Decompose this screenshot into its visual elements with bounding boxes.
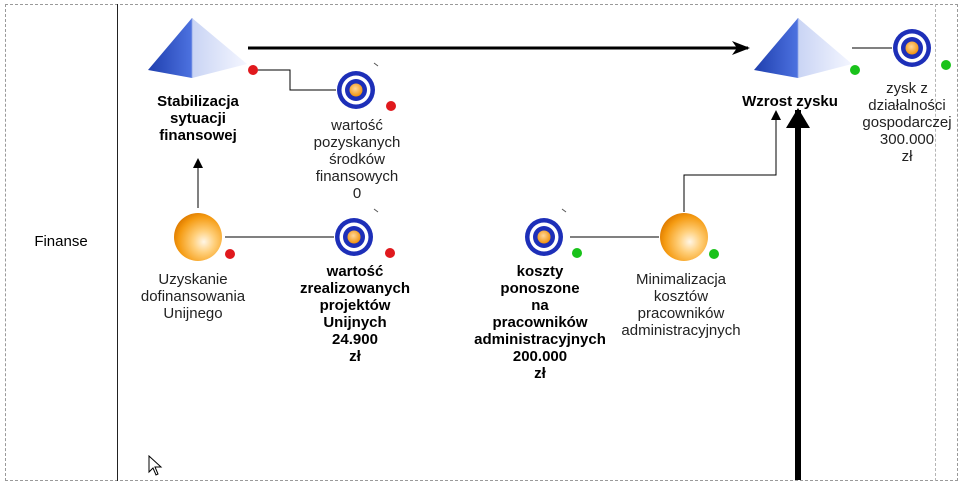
goal-pyramid-stabilizacja[interactable]: [148, 18, 258, 78]
swimlane-frame: [5, 4, 958, 481]
lane-label-finanse: Finanse: [34, 233, 88, 250]
thick-arrow-head: [786, 108, 810, 128]
link-stabilizacja-pozyskane: [257, 69, 336, 91]
measure-target-pozyskane[interactable]: [337, 71, 396, 111]
status-dot-red: [248, 65, 258, 75]
connectors: [193, 41, 892, 480]
measure-label-pozyskane: wartość pozyskanych środków finansowych …: [313, 117, 401, 202]
lane-separator: [117, 4, 118, 481]
activity-label-minimalizacja: Minimalizacja kosztów pracowników admini…: [621, 271, 741, 339]
measure-target-zysk[interactable]: [893, 29, 951, 70]
measure-label-zysk: zysk z działalności gospodarczej 300.000…: [862, 80, 952, 165]
activity-uzyskanie[interactable]: [174, 213, 235, 261]
goal-label-stabilizacja: Stabilizacja sytuacji finansowej: [157, 93, 239, 144]
arrow-minimalizacja-to-wzrost: [683, 110, 781, 212]
goal-pyramid-wzrost[interactable]: [754, 18, 860, 78]
status-dot-red: [385, 248, 395, 258]
decorative-ticks: [373, 62, 567, 213]
status-dot-red: [386, 101, 396, 111]
status-dot-green: [941, 60, 951, 70]
measure-label-zrealizowane: wartość zrealizowanych projektów Unijnyc…: [299, 263, 411, 365]
page-boundary-line: [935, 4, 936, 481]
status-dot-green: [709, 249, 719, 259]
activity-minimalizacja[interactable]: [660, 213, 719, 261]
measure-label-koszty: koszty ponoszone na pracowników administ…: [474, 263, 606, 382]
status-dot-red: [225, 249, 235, 259]
status-dot-green: [850, 65, 860, 75]
measure-target-zrealizowane[interactable]: [335, 218, 395, 258]
measure-target-koszty[interactable]: [525, 218, 582, 258]
goal-label-wzrost: Wzrost zysku: [742, 93, 838, 110]
mouse-cursor-icon: [148, 455, 163, 476]
activity-label-uzyskanie: Uzyskanie dofinansowania Unijnego: [140, 271, 246, 322]
status-dot-green: [572, 248, 582, 258]
